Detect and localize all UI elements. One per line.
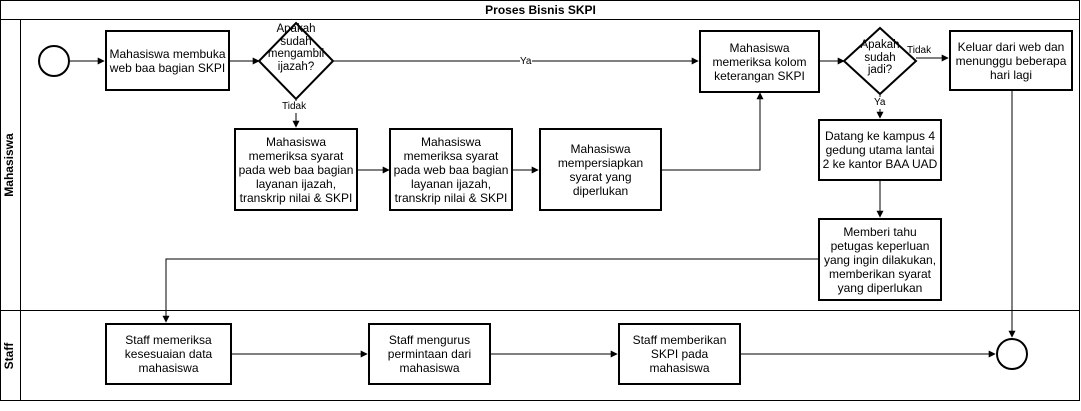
task-persiapkan-syarat: Mahasiswa mempersiapkan syarat yang dipe…	[539, 128, 662, 211]
task-datang-kampus: Datang ke kampus 4 gedung utama lantai 2…	[818, 119, 942, 181]
title-divider	[0, 19, 1080, 20]
pool-title: Proses Bisnis SKPI	[485, 3, 596, 17]
decision-sudah-jadi	[842, 26, 918, 96]
task-periksa-kolom: Mahasiswa memeriksa kolom keterangan SKP…	[699, 30, 820, 93]
lane-divider	[0, 310, 1080, 311]
pool-frame	[0, 0, 1080, 401]
task-periksa-syarat-1: Mahasiswa memeriksa syarat pada web baa …	[234, 128, 358, 211]
task-keluar-web: Keluar dari web dan menunggu beberapa ha…	[949, 30, 1073, 91]
task-staff-beri: Staff memberikan SKPI pada mahasiswa	[618, 323, 741, 385]
edge-persiapkan-to-kolom	[662, 92, 764, 171]
end-event	[996, 338, 1028, 370]
decision-sudah-ijazah	[257, 21, 335, 101]
lane-header-divider	[20, 19, 21, 401]
edge-label-tidak-1: Tidak	[282, 101, 307, 113]
task-memberi-tahu: Memberi tahu petugas keperluan yang ingi…	[818, 218, 942, 301]
edge-beritahu-to-staffperiksa	[162, 258, 818, 323]
task-buka-web: Mahasiswa membuka web baa bagian SKPI	[105, 30, 230, 91]
start-event	[38, 45, 70, 77]
task-periksa-syarat-2: Mahasiswa memeriksa syarat pada web baa …	[389, 128, 513, 211]
diagram-canvas	[38, 21, 1028, 370]
task-staff-urus: Staff mengurus permintaan dari mahasiswa	[368, 323, 491, 385]
edge-label-tidak-2: Tidak	[907, 45, 932, 56]
edge-label-ya-1: Ya	[520, 56, 532, 68]
edge-label-ya-2: Ya	[874, 97, 886, 109]
task-staff-periksa: Staff memeriksa kesesuaian data mahasisw…	[105, 323, 232, 385]
